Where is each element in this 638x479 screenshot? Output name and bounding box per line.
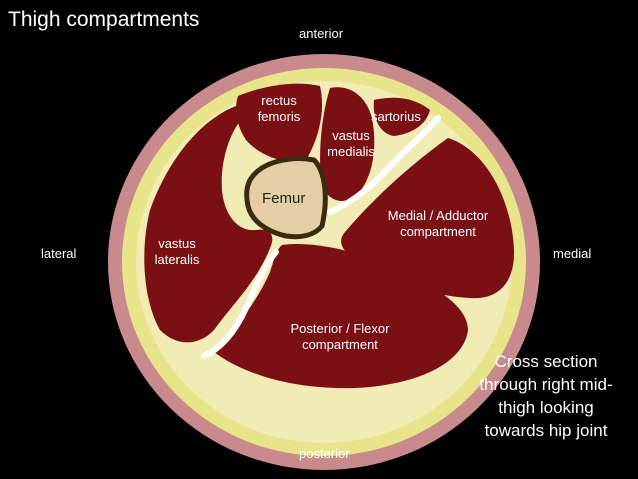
medial-intermuscular-septum — [327, 115, 441, 215]
label-posterior-flexor-compartment: Posterior / Flexor compartment — [290, 321, 390, 352]
femur-bone — [244, 156, 328, 240]
label-rectus-femoris: rectus femoris — [257, 93, 301, 124]
posterior-flexor-compartment — [214, 244, 468, 389]
orientation-anterior: anterior — [299, 26, 344, 41]
label-sartorius: sartorius — [371, 109, 421, 124]
orientation-medial: medial — [553, 246, 592, 261]
label-medial-adductor-compartment: Medial / Adductor compartment — [387, 208, 489, 239]
label-vastus-medialis: vastus medialis — [327, 128, 375, 159]
rectus-femoris-muscle — [236, 83, 323, 162]
lateral-intermuscular-septum — [201, 249, 279, 359]
cross-section-note: Cross section through right mid- thigh l… — [479, 352, 613, 440]
sartorius-muscle — [373, 97, 430, 136]
orientation-lateral: lateral — [41, 246, 77, 261]
orientation-posterior: posterior — [299, 446, 350, 461]
diagram-title: Thigh compartments — [8, 8, 200, 31]
vastus-medialis-muscle — [320, 87, 375, 201]
medial-adductor-compartment — [341, 138, 515, 299]
label-vastus-lateralis: vastus lateralis — [154, 236, 200, 267]
label-femur: Femur — [262, 190, 306, 207]
vastus-lateralis-muscle — [144, 106, 273, 343]
